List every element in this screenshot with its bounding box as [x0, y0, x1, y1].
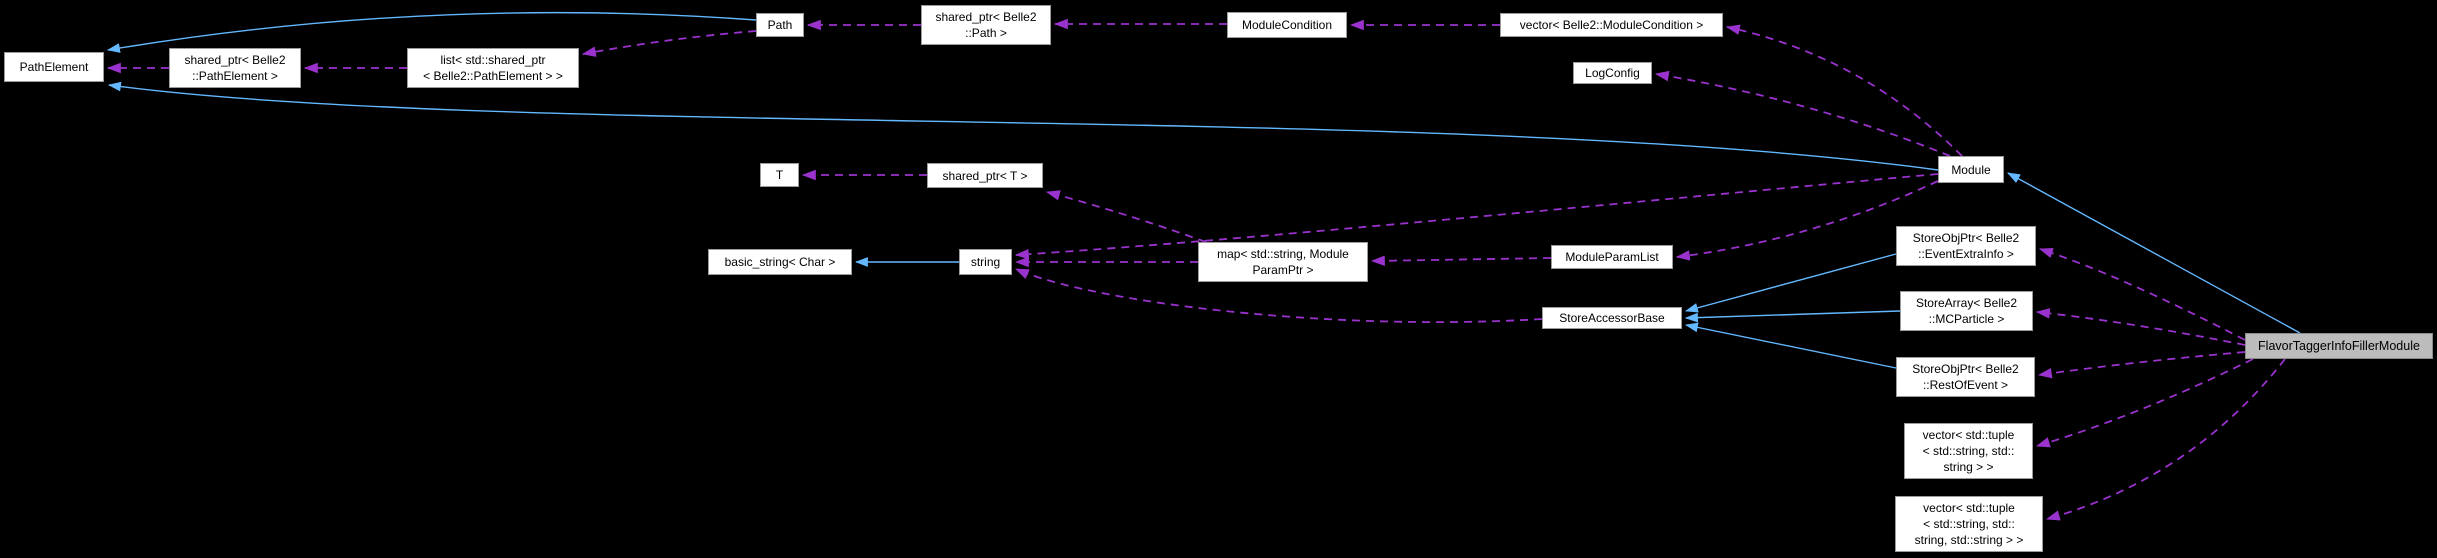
- class-node-storeaccessorbase-label-line-0: StoreAccessorBase: [1559, 311, 1665, 325]
- edge-usage-flavortaggerinfofillermodule-to-vector-tuple2: [2035, 358, 2254, 448]
- class-node-pathelement[interactable]: PathElement: [4, 52, 104, 82]
- class-node-storeobjptr-restofevent[interactable]: StoreObjPtr< Belle2::RestOfEvent >: [1896, 357, 2035, 397]
- class-node-list-sharedptr-pathelement-label-line-1: < Belle2::PathElement > >: [423, 69, 563, 83]
- edge-usage-flavortaggerinfofillermodule-to-storeobjptr-restofevent: [2037, 351, 2246, 379]
- class-node-flavortaggerinfofillermodule-label-line-0: FlavorTaggerInfoFillerModule: [2258, 339, 2420, 353]
- edge-inheritance-module-to-pathelement: [107, 81, 1939, 171]
- edge-usage-path-to-list-sharedptr-pathelement: [581, 30, 757, 57]
- edge-usage-flavortaggerinfofillermodule-to-storearray-mcparticle: [2035, 308, 2246, 346]
- class-node-sharedptr-pathelement-label-line-1: ::PathElement >: [192, 69, 278, 83]
- edge-usage-module-to-string: [1014, 173, 1939, 260]
- class-node-vector-tuple3-label-line-1: < std::string, std::: [1923, 517, 2015, 531]
- class-node-sharedptr-pathelement-label-line-0: shared_ptr< Belle2: [184, 53, 286, 67]
- class-node-basic-string-label-line-0: basic_string< Char >: [724, 255, 836, 269]
- class-node-module[interactable]: Module: [1938, 156, 2004, 183]
- class-node-storeobjptr-eventextrainfo-label-line-0: StoreObjPtr< Belle2: [1912, 231, 2020, 245]
- class-node-module-label-line-0: Module: [1951, 162, 1991, 177]
- edge-usage-map-moduleparam-to-sharedptr-t: [1045, 190, 1207, 243]
- class-node-modulecondition-label-line-0: ModuleCondition: [1241, 18, 1333, 32]
- class-node-sharedptr-t[interactable]: shared_ptr< T >: [927, 163, 1043, 188]
- class-node-vector-tuple2[interactable]: vector< std::tuple< std::string, std::st…: [1904, 423, 2033, 479]
- class-node-vector-tuple3-label-line-0: vector< std::tuple: [1923, 501, 2015, 515]
- class-node-list-sharedptr-pathelement[interactable]: list< std::shared_ptr< Belle2::PathEleme…: [407, 48, 579, 88]
- class-node-map-moduleparam-label-line-0: map< std::string, Module: [1217, 247, 1349, 261]
- class-node-vector-tuple3[interactable]: vector< std::tuple< std::string, std::st…: [1895, 496, 2043, 552]
- class-node-storeobjptr-eventextrainfo[interactable]: StoreObjPtr< Belle2::EventExtraInfo >: [1896, 226, 2036, 266]
- edge-usage-flavortaggerinfofillermodule-to-vector-tuple3: [2045, 358, 2286, 521]
- edge-inheritance-flavortaggerinfofillermodule-to-module: [2007, 172, 2301, 334]
- class-node-moduleparamlist-label-line-0: ModuleParamList: [1565, 250, 1659, 264]
- class-node-storeaccessorbase[interactable]: StoreAccessorBase: [1542, 307, 1682, 329]
- class-node-vector-tuple2-label-line-1: < std::string, std::: [1922, 444, 2015, 458]
- edge-inheritance-path-to-pathelement: [106, 11, 757, 53]
- class-node-t[interactable]: T: [760, 163, 799, 187]
- class-node-moduleparamlist[interactable]: ModuleParamList: [1551, 245, 1673, 269]
- class-node-storeobjptr-restofevent-label-line-0: StoreObjPtr< Belle2: [1912, 362, 2019, 376]
- edge-inheritance-storeobjptr-eventextrainfo-to-storeaccessorbase: [1684, 253, 1897, 313]
- class-node-basic-string[interactable]: basic_string< Char >: [708, 249, 852, 275]
- edge-inheritance-storeobjptr-restofevent-to-storeaccessorbase: [1684, 322, 1897, 369]
- class-node-vector-tuple3-label-line-2: string, std::string > >: [1914, 533, 2024, 547]
- class-node-vector-tuple2-label-line-0: vector< std::tuple: [1922, 428, 2015, 442]
- edge-usage-module-to-vector-modulecondition: [1725, 24, 1963, 157]
- class-node-storearray-mcparticle[interactable]: StoreArray< Belle2::MCParticle >: [1900, 291, 2033, 331]
- class-node-logconfig-label-line-0: LogConfig: [1585, 66, 1640, 80]
- class-node-sharedptr-t-label-line-0: shared_ptr< T >: [942, 168, 1028, 183]
- edge-usage-storeaccessorbase-to-string: [1014, 268, 1543, 324]
- class-node-storeobjptr-restofevent-label-line-1: ::RestOfEvent >: [1922, 378, 2009, 392]
- edge-inheritance-storearray-mcparticle-to-storeaccessorbase: [1684, 310, 1901, 323]
- class-node-sharedptr-pathelement[interactable]: shared_ptr< Belle2::PathElement >: [169, 48, 301, 88]
- class-node-modulecondition[interactable]: ModuleCondition: [1227, 12, 1347, 38]
- class-node-string[interactable]: string: [959, 249, 1012, 275]
- class-node-sharedptr-path-label-line-0: shared_ptr< Belle2: [935, 10, 1037, 24]
- class-node-map-moduleparam-label-line-1: ParamPtr >: [1252, 263, 1314, 277]
- class-node-vector-modulecondition-label-line-0: vector< Belle2::ModuleCondition >: [1519, 18, 1704, 32]
- edge-usage-module-to-moduleparamlist: [1675, 180, 1939, 261]
- class-node-vector-modulecondition[interactable]: vector< Belle2::ModuleCondition >: [1500, 13, 1723, 37]
- class-node-storearray-mcparticle-label-line-0: StoreArray< Belle2: [1915, 296, 2018, 310]
- class-node-t-label-line-0: T: [775, 168, 784, 182]
- edge-usage-flavortaggerinfofillermodule-to-storeobjptr-eventextrainfo: [2038, 247, 2246, 341]
- class-node-pathelement-label-line-0: PathElement: [19, 60, 89, 74]
- edge-usage-moduleparamlist-to-map-moduleparam: [1370, 255, 1552, 267]
- class-node-path-label-line-0: Path: [767, 18, 793, 32]
- edge-usage-module-to-logconfig: [1654, 70, 1951, 157]
- class-node-path[interactable]: Path: [756, 13, 804, 37]
- class-node-list-sharedptr-pathelement-label-line-0: list< std::shared_ptr: [440, 53, 546, 67]
- class-node-flavortaggerinfofillermodule: FlavorTaggerInfoFillerModule: [2245, 333, 2433, 359]
- class-node-vector-tuple2-label-line-2: string > >: [1943, 460, 1994, 474]
- class-node-logconfig[interactable]: LogConfig: [1573, 62, 1652, 84]
- class-node-string-label-line-0: string: [970, 255, 1001, 269]
- class-node-sharedptr-path-label-line-1: ::Path >: [965, 26, 1007, 40]
- class-node-sharedptr-path[interactable]: shared_ptr< Belle2::Path >: [921, 5, 1051, 45]
- class-node-storeobjptr-eventextrainfo-label-line-1: ::EventExtraInfo >: [1918, 247, 2014, 261]
- class-node-storearray-mcparticle-label-line-1: ::MCParticle >: [1928, 312, 2005, 326]
